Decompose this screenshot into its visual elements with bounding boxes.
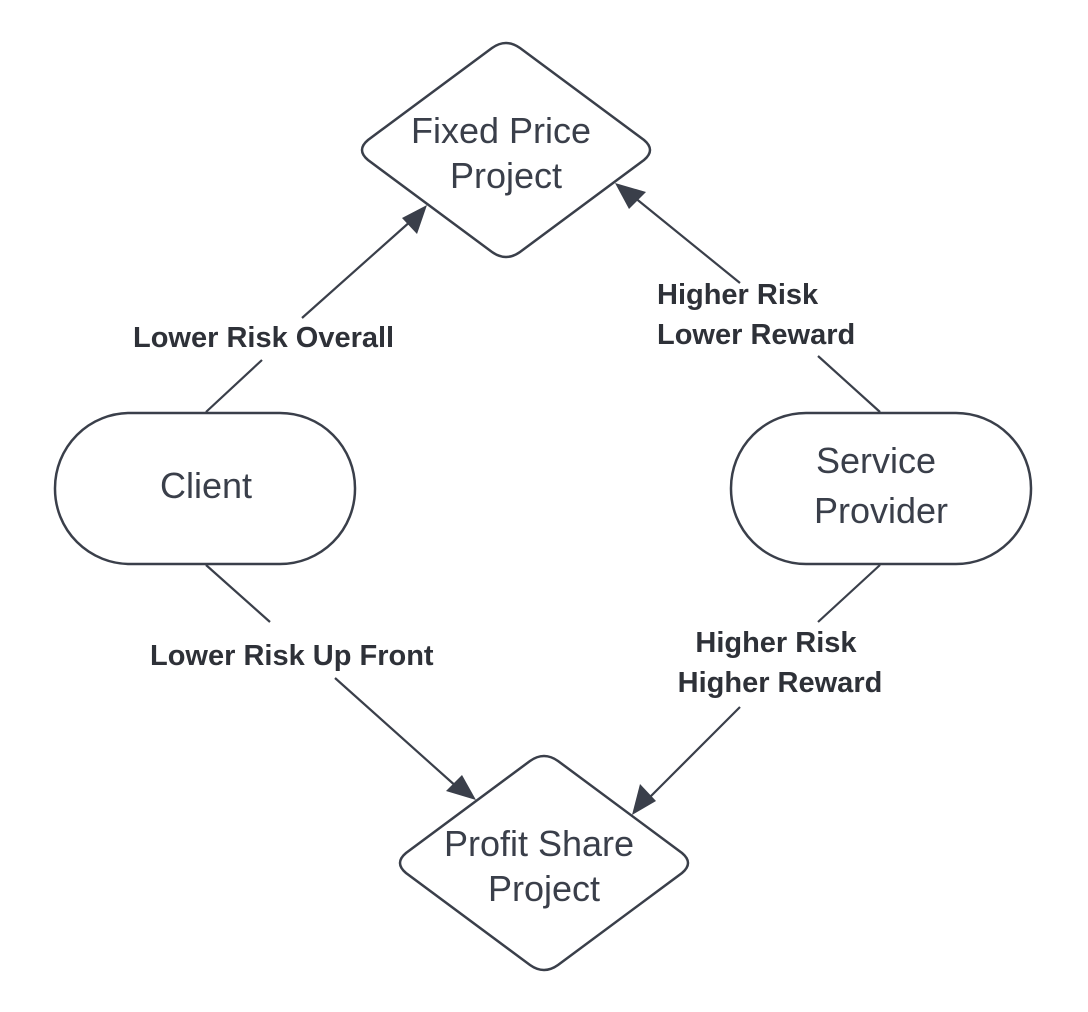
decision-diamond [360,41,652,259]
edge-label-higher-risk-higher-reward: Higher Risk Higher Reward [678,627,883,699]
edge-line [633,196,741,284]
edge-line [817,355,881,413]
edge-label-line: Higher Risk [657,279,819,311]
terminal-pill [53,411,357,566]
node-label: Service [816,440,936,481]
edge-client-to-fixed-price [205,205,427,413]
node-client: Client [53,411,357,566]
node-label: Provider [814,490,948,531]
edge-line [817,564,881,623]
edge-label-lower-risk-overall: Lower Risk Overall [133,322,394,354]
node-label: Profit Share [444,823,634,864]
edge-provider-to-profit-share [632,564,881,815]
terminal-pill [729,411,1033,566]
arrow-head-icon [632,784,656,815]
decision-diamond [398,754,690,972]
edge-label-higher-risk-lower-reward: Higher Risk Lower Reward [657,279,855,351]
node-label: Project [488,868,600,909]
node-service-provider: Service Provider [729,411,1033,566]
svg-text:Fixed Price Project: Fixed Price Project [411,110,601,196]
node-profit-share-project: Profit Share Project [398,754,690,972]
edge-client-to-profit-share [205,564,476,800]
arrow-head-icon [402,205,427,234]
node-label: Fixed Price [411,110,591,151]
arrow-head-icon [446,775,476,800]
edge-line [205,359,263,413]
edge-line [649,706,741,798]
edge-line [301,219,413,319]
edge-line [334,677,459,789]
node-label: Project [450,155,562,196]
svg-text:Service Provider: Service Provider [814,440,948,531]
edge-label-line: Higher Risk [695,627,857,659]
node-fixed-price-project: Fixed Price Project [360,41,652,259]
edge-line [205,564,271,623]
edge-label-line: Lower Reward [657,319,855,351]
edge-label-lower-risk-up-front: Lower Risk Up Front [150,640,434,672]
edge-label-line: Higher Reward [678,667,883,699]
node-label: Client [160,465,252,506]
edge-provider-to-fixed-price [615,183,881,413]
arrow-head-icon [615,183,646,209]
svg-text:Profit Share Project: Profit Share Project [444,823,644,909]
